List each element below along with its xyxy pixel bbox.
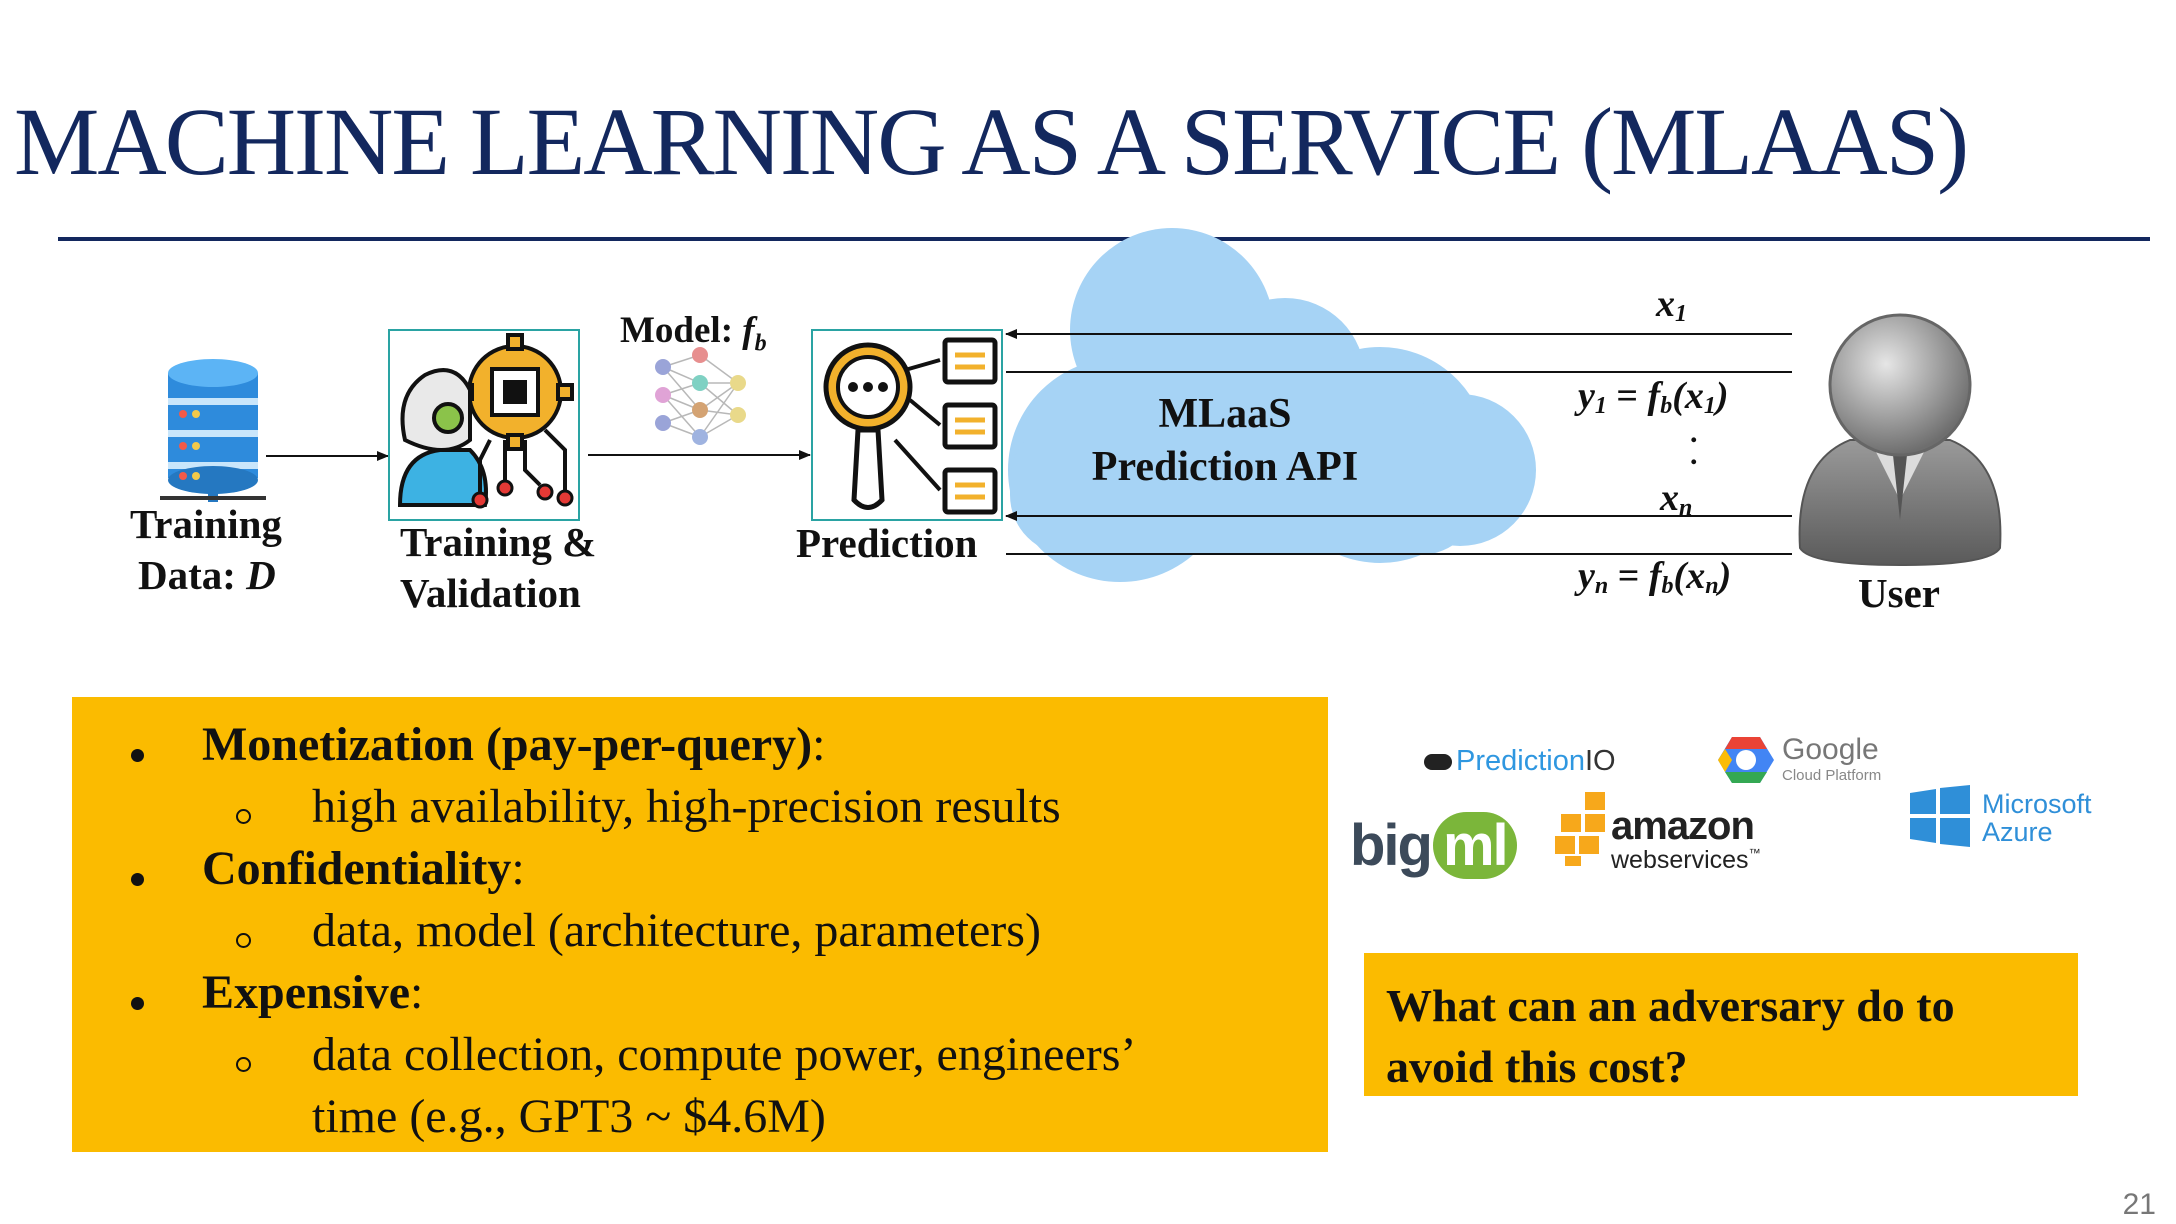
q1-sub: 1	[1675, 301, 1687, 327]
google-text: Google	[1782, 733, 1879, 766]
training-data-line1: Training	[130, 501, 282, 547]
r1-close: )	[1715, 375, 1729, 417]
bullet-monetization-colon: :	[812, 718, 826, 771]
bullet-expensive: Expensive:	[202, 969, 423, 1017]
question-box: What can an adversary do to avoid this c…	[1364, 953, 2078, 1096]
cloud-icon	[1008, 228, 1536, 582]
rn-x: x	[1686, 555, 1706, 597]
sub-bullet-availability: high availability, high-precision result…	[312, 780, 1061, 833]
training-data-label: Training Data: D	[130, 499, 282, 602]
bullet-confidentiality: Confidentiality:	[202, 845, 525, 893]
cloud-line1: MLaaS	[1158, 391, 1292, 437]
r1-x: x	[1684, 375, 1704, 417]
bullet-dot	[131, 749, 144, 762]
bullet-confidentiality-title: Confidentiality	[202, 842, 512, 895]
user-label: User	[1858, 570, 1940, 616]
r1-fsub: b	[1660, 393, 1673, 419]
rn-y: y	[1578, 555, 1595, 597]
page-title: MACHINE LEARNING AS A SERVICE (MLAAS)	[14, 88, 1969, 195]
bullet-expensive-title: Expensive	[202, 966, 411, 1019]
google-cloud-hex-icon	[1718, 737, 1774, 783]
bigml-ml: ml	[1432, 812, 1517, 879]
database-icon	[160, 359, 266, 502]
azure-azure: Azure	[1982, 817, 2053, 847]
aws-boxes-icon	[1555, 792, 1605, 866]
r1-xsub: 1	[1703, 393, 1716, 419]
rn-f: f	[1648, 555, 1662, 597]
q1-var: x	[1656, 283, 1675, 325]
r1-f: f	[1647, 375, 1661, 417]
response-first-label: y1 = fb(x1)	[1578, 374, 1729, 420]
model-var: f	[742, 310, 755, 351]
mlaas-diagram	[160, 228, 2002, 582]
rn-fsub: b	[1661, 573, 1674, 599]
query-first-label: x1	[1656, 282, 1687, 328]
aws-services: services	[1656, 846, 1749, 874]
page-number: 21	[2122, 1188, 2156, 1221]
bullet-dot	[131, 873, 144, 886]
rn-ysub: n	[1594, 573, 1609, 599]
bullet-monetization: Monetization (pay-per-query):	[202, 721, 825, 769]
sub-bullet-circle	[236, 809, 251, 824]
training-data-line2: Data: D	[130, 550, 282, 601]
aws-amazon: amazon	[1611, 804, 1755, 848]
sub-bullet-data-model: data, model (architecture, parameters)	[312, 904, 1041, 957]
r1-eq: =	[1606, 375, 1648, 417]
query-last-label: xn	[1660, 476, 1692, 522]
bullet-box: Monetization (pay-per-query): high avail…	[72, 697, 1328, 1152]
windows-icon	[1910, 785, 1970, 847]
bigml-big: big	[1350, 813, 1433, 878]
prediction-search-icon	[811, 329, 1003, 521]
aws-tm: ™	[1748, 846, 1761, 860]
bullet-dot	[131, 997, 144, 1010]
model-label-prefix: Model:	[620, 310, 743, 351]
predictionio-io: IO	[1584, 745, 1616, 777]
question-text: What can an adversary do to avoid this c…	[1386, 980, 1955, 1093]
cloud-line2: Prediction API	[1091, 443, 1359, 490]
rn-close: )	[1718, 555, 1732, 597]
rn-xsub: n	[1705, 573, 1719, 599]
frog-icon	[1424, 754, 1452, 771]
neural-network-icon	[655, 347, 746, 445]
sub-bullet-circle	[236, 933, 251, 948]
r1-ysub: 1	[1594, 393, 1607, 419]
azure-ms: Microsoft	[1982, 789, 2092, 819]
rn-open: (	[1673, 555, 1687, 597]
bullet-monetization-title: Monetization (pay-per-query)	[202, 718, 813, 771]
sub-bullet-circle	[236, 1057, 251, 1072]
prediction-label: Prediction	[796, 520, 978, 566]
training-validation-line1: Training &	[400, 519, 597, 565]
model-label: Model: fb	[620, 308, 767, 358]
model-sub: b	[754, 330, 767, 357]
r1-open: (	[1672, 375, 1685, 417]
training-validation-label: Training & Validation	[400, 517, 596, 620]
bullet-expensive-colon: :	[410, 966, 424, 1019]
bullet-confidentiality-colon: :	[511, 842, 525, 895]
predictionio-prediction: Prediction	[1456, 745, 1585, 777]
ellipsis-dot-2: .	[1690, 438, 1698, 471]
training-validation-line2: Validation	[400, 570, 581, 617]
rn-eq: =	[1608, 555, 1649, 597]
qn-var: x	[1660, 477, 1679, 519]
title-divider	[58, 237, 2150, 241]
qn-sub: n	[1679, 495, 1693, 521]
aws-web: web	[1611, 846, 1657, 874]
predictionio-logo: PredictionIO	[1424, 745, 1616, 778]
ai-brain-chip-icon	[388, 329, 580, 521]
google-sub: Cloud Platform	[1782, 767, 1882, 784]
r1-y: y	[1578, 375, 1595, 417]
ellipsis-dot-1: .	[1690, 416, 1698, 449]
sub-bullet-cost-line2: time (e.g., GPT3 ~ $4.6M)	[312, 1090, 826, 1143]
aws-webservices: webservices™	[1611, 846, 1761, 875]
cloud-api-label: MLaaS Prediction API	[1080, 388, 1370, 493]
sub-bullet-cost-line1: data collection, compute power, engineer…	[312, 1028, 1137, 1081]
ellipsis-vertical: . .	[1690, 416, 1698, 471]
training-data-var: D	[246, 552, 276, 599]
user-avatar-icon	[1798, 313, 2002, 567]
training-data-prefix: Data:	[138, 552, 247, 599]
response-last-label: yn = fb(xn)	[1578, 554, 1731, 600]
